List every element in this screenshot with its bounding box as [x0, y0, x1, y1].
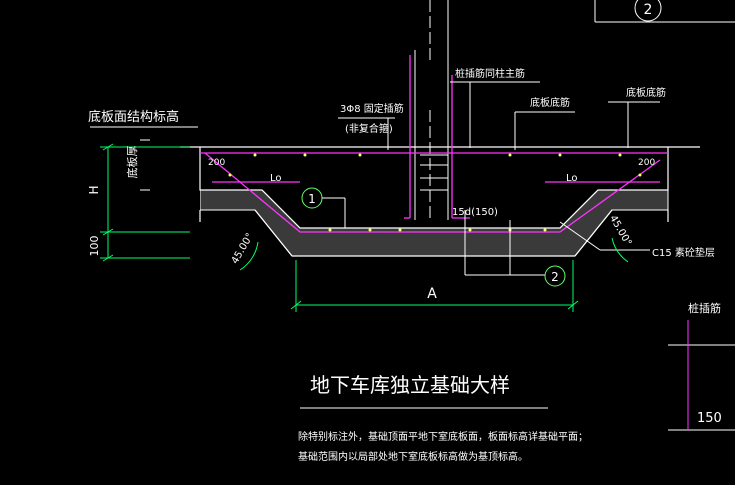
- note-line-2: 基础范围内以局部处地下室底板标高做为基顶标高。: [298, 450, 528, 463]
- leader-lines: [90, 81, 660, 276]
- label-tie-rebar-note: (非复合箍): [345, 122, 393, 135]
- label-pile-rebar-main: 桩插筋同柱主筋: [455, 67, 525, 80]
- rebar-dots: [228, 153, 642, 232]
- label-pile-rebar: 桩插筋: [688, 301, 721, 315]
- marker-2: 2: [544, 265, 566, 287]
- label-pile-150: 150: [697, 411, 722, 426]
- label-cover-right: 200: [638, 158, 655, 168]
- label-lo-right: Lo: [566, 173, 578, 184]
- svg-text:1: 1: [308, 192, 316, 206]
- label-anchor: 15d(150): [452, 207, 498, 218]
- label-cushion: C15 素砼垫层: [652, 246, 715, 259]
- label-height-H: H: [87, 185, 101, 194]
- label-tie-rebar: 3Φ8 固定插筋: [340, 102, 404, 115]
- label-dim-A: A: [427, 286, 437, 302]
- label-lo-left: Lo: [270, 173, 282, 184]
- foundation-outline: [180, 146, 700, 257]
- pile-rebar-box: [668, 320, 735, 431]
- label-cushion-100: 100: [88, 236, 101, 257]
- label-cover-left: 200: [208, 158, 225, 168]
- svg-text:2: 2: [644, 2, 653, 18]
- column-lines: [414, 0, 449, 220]
- top-right-frame: [594, 0, 735, 23]
- label-slab-elevation: 底板面结构标高: [88, 109, 179, 125]
- stirrups: [420, 154, 448, 191]
- label-slope-right: 45.00°: [607, 213, 633, 248]
- label-slab-thickness: 底板厚: [125, 146, 139, 179]
- label-slope-left: 45.00°: [230, 231, 256, 266]
- label-bottom-rebar: 底板底筋: [530, 96, 570, 109]
- drawing-title: 地下车库独立基础大样: [310, 373, 510, 397]
- svg-text:2: 2: [551, 270, 559, 284]
- marker-1: 1: [301, 187, 323, 209]
- note-line-1: 除特别标注外，基础顶面平地下室底板面，板面标高详基础平面；: [298, 430, 588, 443]
- dimension-lines: [100, 143, 629, 312]
- label-bottom-top-rebar: 底板底筋: [626, 86, 666, 99]
- top-marker: 2: [634, 0, 662, 22]
- rebar-lines: [200, 55, 668, 233]
